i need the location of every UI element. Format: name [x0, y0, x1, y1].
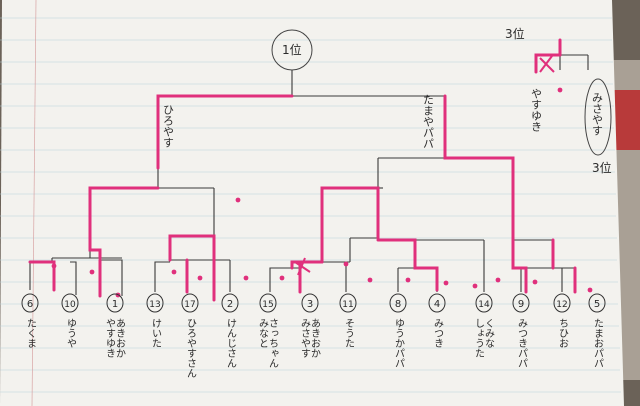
paper-sheet	[0, 0, 624, 406]
desk-object-red	[614, 90, 640, 150]
player-name: けいた	[150, 318, 161, 348]
champion-title: 1位	[282, 42, 302, 57]
player-name: くみな	[483, 318, 495, 348]
left-finalist: ひろやす	[162, 104, 175, 148]
seed-circle	[106, 293, 124, 313]
seed-circle	[512, 293, 530, 313]
third-place-label: 3位	[592, 160, 612, 175]
player-name: さっちゃん	[267, 318, 279, 368]
elimination-marks	[294, 55, 555, 276]
seed-number: 4	[434, 299, 440, 310]
seed-circle	[21, 293, 39, 313]
seed-number: 17	[184, 300, 195, 310]
seed-circle	[428, 293, 446, 313]
seed-number: 8	[395, 299, 401, 310]
champion-oval	[271, 29, 313, 71]
player-15: 5 たまおパパ	[588, 293, 606, 368]
seed-number: 11	[342, 300, 353, 310]
player-2: 10 ゆうや	[61, 293, 79, 348]
player-name: やすゆき	[104, 318, 116, 358]
third-place-title: 3位	[505, 26, 525, 41]
player-name: みなと	[257, 318, 269, 348]
player-name: みさやす	[299, 318, 311, 358]
player-name: ひろやすさん	[185, 318, 197, 378]
seed-circle	[553, 293, 571, 313]
player-11: 4 みつき	[428, 293, 446, 348]
seed-circle	[475, 293, 493, 313]
player-10: 8 ゆうかパパ	[389, 293, 407, 368]
seed-circle	[61, 293, 79, 313]
player-name: そうた	[343, 318, 355, 348]
seed-circle	[146, 293, 164, 313]
margin-line	[31, 0, 37, 406]
seed-circle	[259, 293, 277, 313]
player-name: みつきパパ	[516, 318, 528, 368]
player-name: けんじさん	[225, 318, 237, 368]
player-name: たくま	[25, 318, 36, 348]
seed-number: 14	[478, 300, 490, 310]
seed-number: 3	[307, 299, 313, 310]
seed-circle	[221, 293, 239, 313]
seed-number: 2	[227, 299, 233, 310]
player-name: ゆうかパパ	[393, 318, 405, 368]
seed-circle	[301, 293, 319, 313]
third-place-oval	[584, 78, 612, 156]
player-name: みつき	[432, 318, 444, 348]
third-place-left: やすゆき	[530, 88, 543, 132]
seed-number: 5	[594, 299, 600, 310]
third-place-right: みさやす	[591, 92, 604, 136]
seed-number: 1	[112, 299, 118, 310]
seed-number: 13	[149, 300, 160, 310]
players: 6たくま10ゆうや1あきおかやすゆき13けいた17ひろやすさん2けんじさん15さ…	[21, 293, 606, 378]
player-name: ちひお	[557, 318, 568, 348]
seed-number: 15	[262, 300, 273, 310]
player-14: 12 ちひお	[553, 293, 571, 348]
seed-circle	[339, 293, 357, 313]
seed-number: 10	[64, 300, 76, 310]
player-5: 17 ひろやすさん	[181, 293, 199, 378]
player-name: あきおか	[309, 318, 321, 358]
winner-highlight	[28, 38, 577, 302]
seed-circle	[181, 293, 199, 313]
seed-number: 12	[556, 300, 567, 310]
player-name: ゆうや	[65, 318, 77, 348]
player-9: 11 そうた	[339, 293, 357, 348]
player-name: しょうた	[473, 318, 484, 358]
seed-number: 6	[27, 299, 33, 310]
player-name: たまおパパ	[592, 318, 604, 368]
player-13: 9 みつきパパ	[512, 293, 530, 368]
seed-circle	[588, 293, 606, 313]
seed-circle	[389, 293, 407, 313]
player-4: 13 けいた	[146, 293, 164, 348]
player-6: 2 けんじさん	[221, 293, 239, 368]
player-name: あきおか	[114, 318, 126, 358]
seed-number: 9	[518, 299, 524, 310]
round-dots	[51, 87, 593, 298]
right-finalist: たまやパパ	[422, 94, 435, 149]
player-1: 6 たくま	[21, 293, 39, 348]
